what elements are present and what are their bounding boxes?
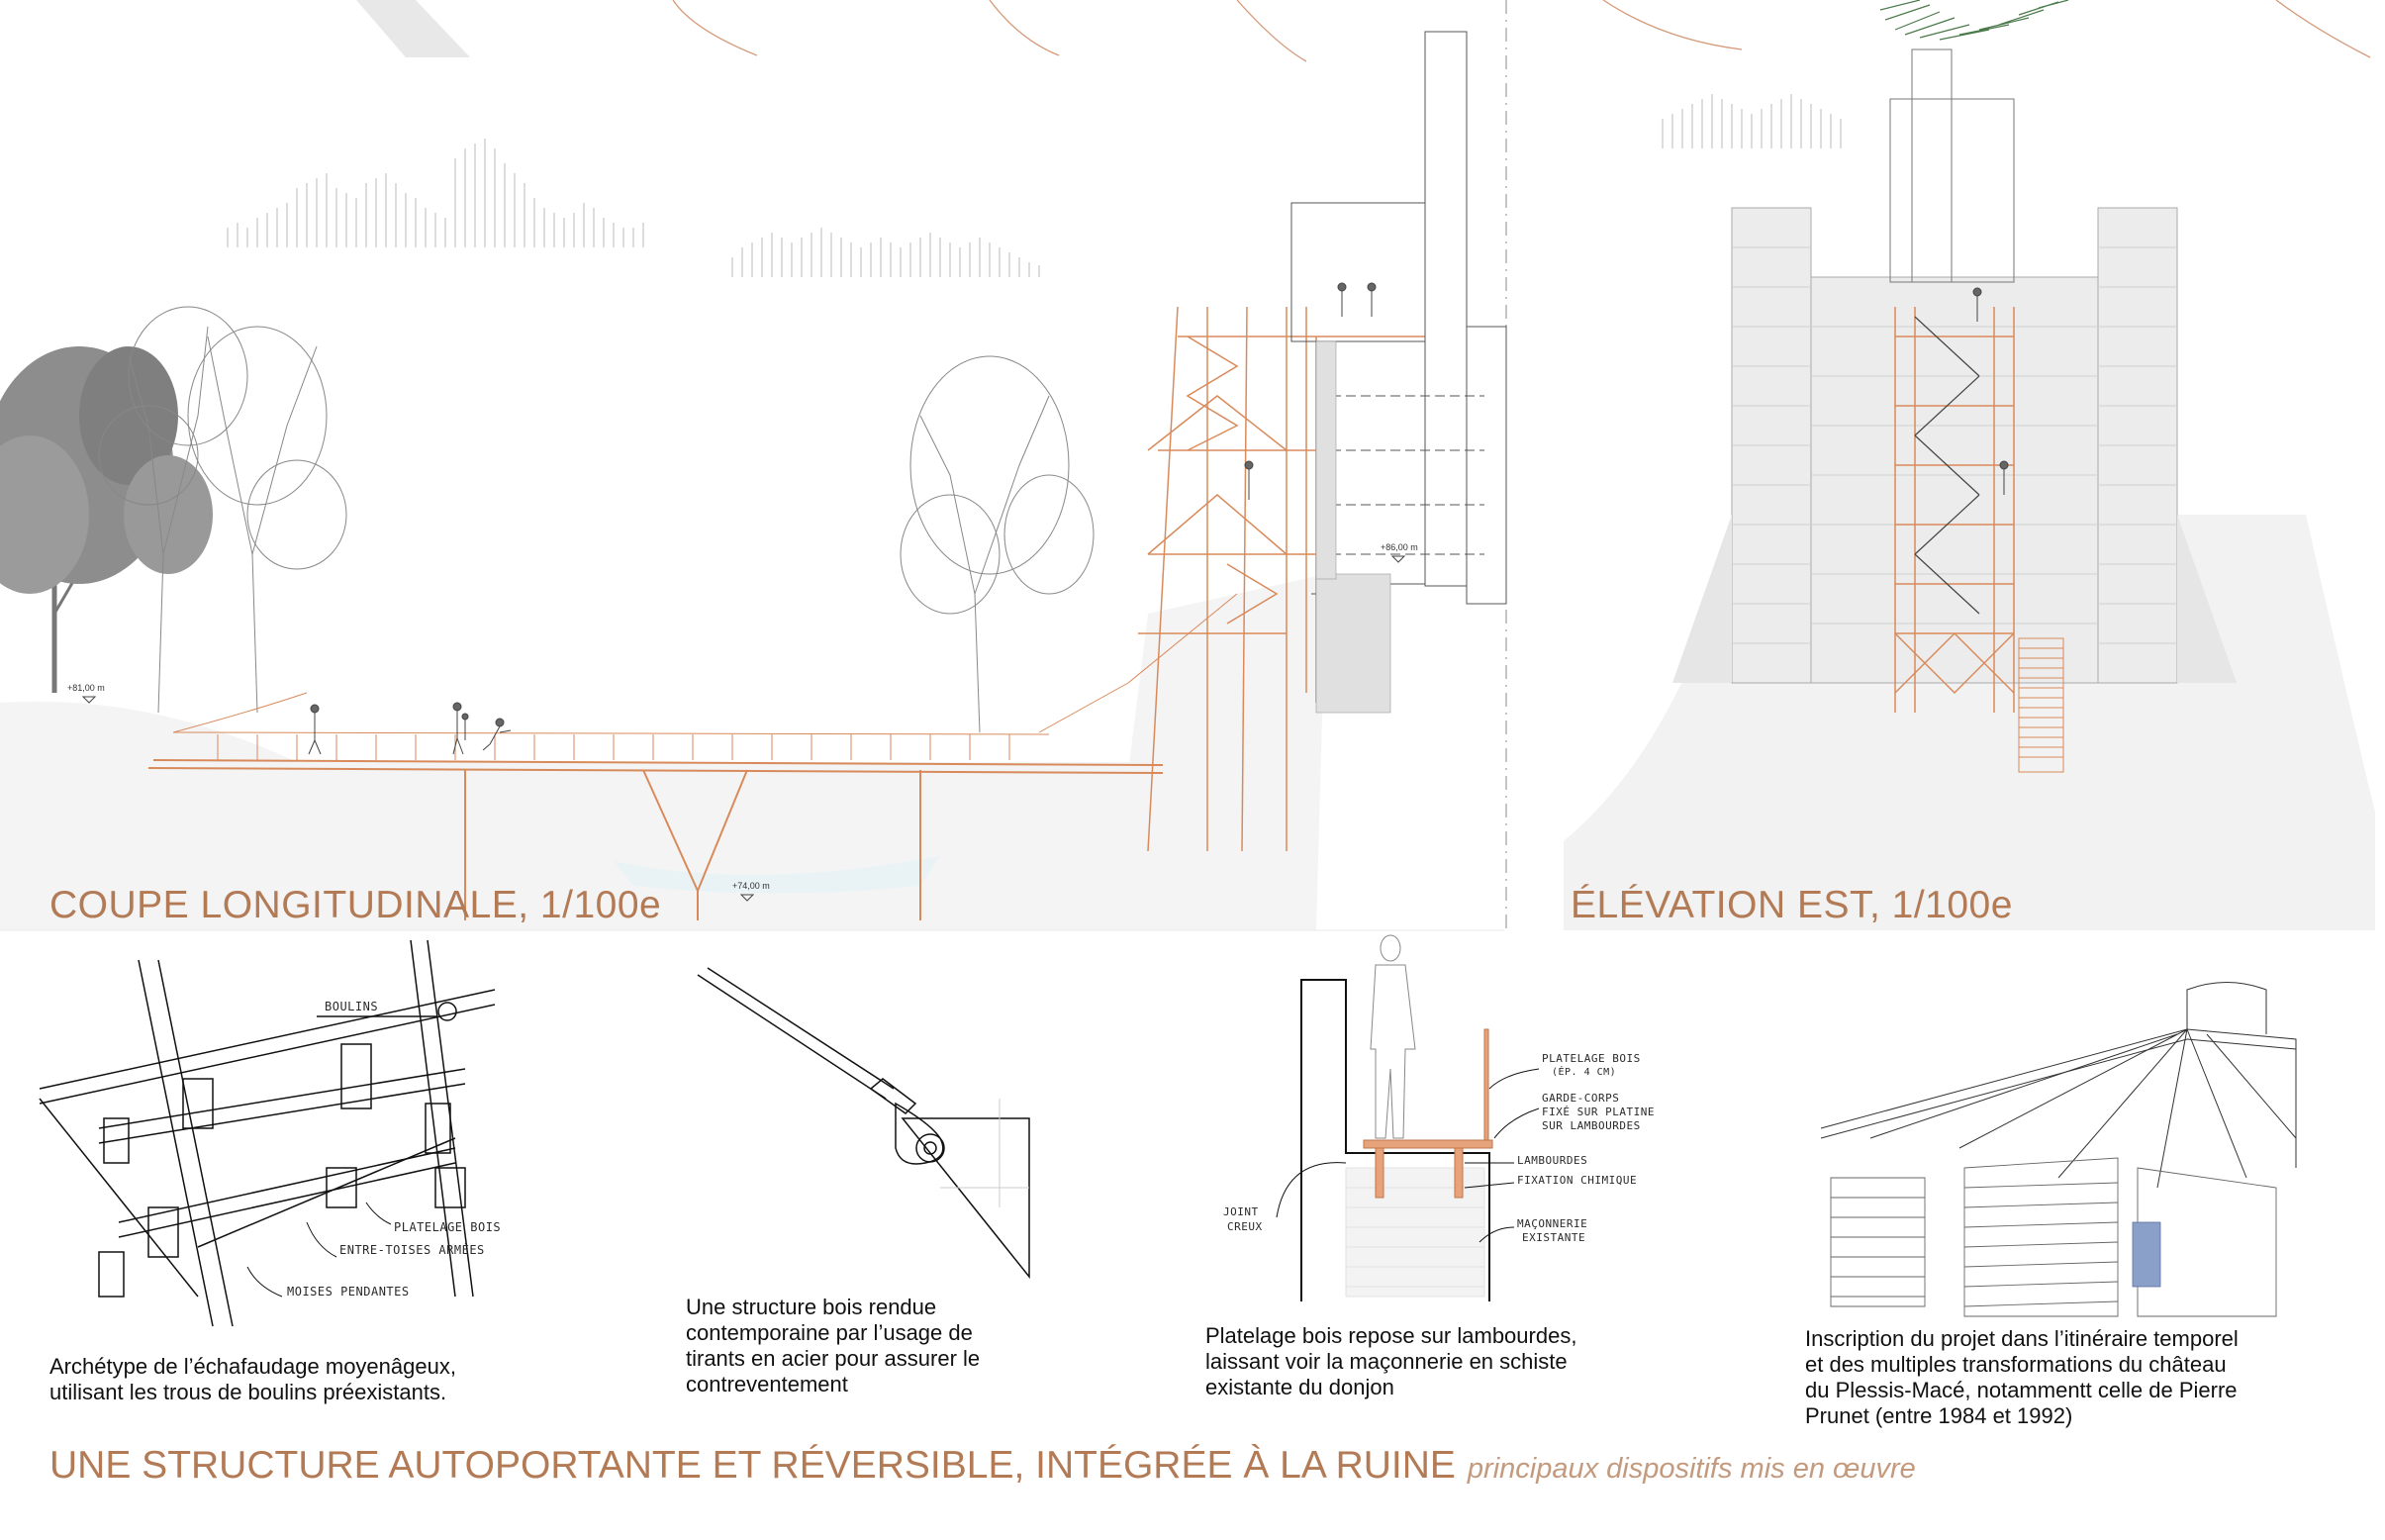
- detail3-timber: [1363, 1028, 1493, 1199]
- level-water: +74,00 m: [732, 881, 770, 891]
- caption-line: du Plessis-Macé, notammentt celle de Pie…: [1805, 1378, 2238, 1402]
- detail-roof: [1820, 982, 2297, 1189]
- people-bridge: [308, 702, 512, 755]
- people-elevation: [1972, 287, 2009, 495]
- label-boulins: BOULINS: [325, 1000, 379, 1013]
- masonry-section: [1315, 340, 1391, 714]
- caption-line: Inscription du projet dans l’itinéraire …: [1805, 1326, 2239, 1351]
- label-moises: MOISES PENDANTES: [287, 1285, 410, 1299]
- caption-line: existante du donjon: [1205, 1375, 1394, 1399]
- detail1-leaders: [246, 1202, 392, 1298]
- caption-detail2: Une structure bois rendue contemporaine …: [686, 1295, 980, 1397]
- caption-line: laissant voir la maçonnerie en schiste: [1205, 1349, 1568, 1374]
- label-maconnerie: MAÇONNERIE: [1517, 1217, 1588, 1230]
- level-tower-floor: +86,00 m: [1381, 542, 1418, 552]
- people-tower: [1244, 282, 1377, 500]
- detail3-leaders: [1276, 1068, 1540, 1243]
- detail-platform: [1300, 979, 1490, 1301]
- section-title-elevation: ÉLÉVATION EST, 1/100e: [1571, 884, 2013, 926]
- label-epaisseur: (ÉP. 4 cm): [1552, 1067, 1617, 1078]
- detail4-stone: [1830, 1157, 2277, 1317]
- tree-grey-left: [0, 346, 213, 693]
- caption-line: Une structure bois rendue: [686, 1295, 937, 1319]
- caption-line: Platelage bois repose sur lambourdes,: [1205, 1323, 1577, 1348]
- detail4-glazing: [2132, 1221, 2161, 1288]
- caption-line: Prunet (entre 1984 et 1992): [1805, 1403, 2073, 1428]
- label-entretoises: ENTRE-TOISES ARMÉES: [339, 1243, 485, 1257]
- bridge: [147, 593, 1238, 920]
- caption-line: tirants en acier pour assurer le: [686, 1346, 981, 1371]
- detail3-person: [1370, 934, 1416, 1139]
- elevation-scaffold: [1894, 307, 2015, 713]
- footer-subtitle: principaux dispositifs mis en œuvre: [1467, 1453, 1916, 1485]
- caption-detail4: Inscription du projet dans l’itinéraire …: [1805, 1326, 2239, 1429]
- detail-scaffold-joint: [39, 939, 496, 1327]
- footer-title: UNE STRUCTURE AUTOPORTANTE ET RÉVERSIBLE…: [49, 1444, 1456, 1487]
- caption-detail1: Archétype de l’échafaudage moyenâgeux, u…: [49, 1354, 456, 1405]
- elevation-tree-masses: [1672, 515, 2237, 683]
- caption-detail3: Platelage bois repose sur lambourdes, la…: [1205, 1323, 1576, 1400]
- detail-tie-rod: [697, 967, 1030, 1280]
- grey-wedge: [356, 0, 470, 57]
- footer-heading: UNE STRUCTURE AUTOPORTANTE ET RÉVERSIBLE…: [49, 1444, 1916, 1488]
- handrail-posts: [217, 734, 1010, 760]
- label-joint: JOINT: [1223, 1205, 1259, 1218]
- label-creux: CREUX: [1227, 1220, 1263, 1233]
- label-platelage: PLATELAGE BOIS: [1542, 1052, 1641, 1065]
- ground-section: [0, 574, 1326, 930]
- level-markers: [81, 555, 1406, 902]
- detail3-masonry: [1345, 1167, 1485, 1298]
- caption-line: contreventement: [686, 1372, 848, 1396]
- elevation-wall-courses: [1732, 246, 2177, 644]
- tree-sketch-right: [900, 355, 1095, 733]
- label-garde-corps: GARDE-CORPS: [1542, 1092, 1620, 1105]
- label-fixation: FIXATION CHIMIQUE: [1517, 1174, 1638, 1187]
- caption-line: contemporaine par l’usage de: [686, 1320, 973, 1345]
- label-platelage-bois: PLATELAGE BOIS: [394, 1220, 502, 1234]
- site-arcs: [672, 0, 2371, 62]
- tree-sketch-left: [98, 306, 347, 714]
- label-sur-lambourdes: SUR LAMBOURDES: [1542, 1119, 1641, 1132]
- label-lambourdes: LAMBOURDES: [1517, 1154, 1588, 1167]
- elevation-stair-external: [2018, 637, 2064, 773]
- foliage-green: [1879, 0, 2069, 41]
- elevation-chimney: [1889, 48, 2015, 283]
- level-left-bank: +81,00 m: [67, 683, 105, 693]
- detail2-guides: [940, 1099, 1029, 1207]
- caption-line: Archétype de l’échafaudage moyenâgeux,: [49, 1354, 456, 1379]
- distant-trees: [227, 94, 1842, 277]
- section-title-longitudinal: COUPE LONGITUDINALE, 1/100e: [49, 884, 662, 926]
- elevation-stairs: [1914, 316, 1980, 615]
- caption-line: et des multiples transformations du chât…: [1805, 1352, 2227, 1377]
- label-existante: EXISTANTE: [1522, 1231, 1586, 1244]
- section-floor-lines: [1316, 395, 1484, 555]
- label-fixe-platine: FIXÉ SUR PLATINE: [1542, 1106, 1655, 1118]
- caption-line: utilisant les trous de boulins préexista…: [49, 1380, 447, 1404]
